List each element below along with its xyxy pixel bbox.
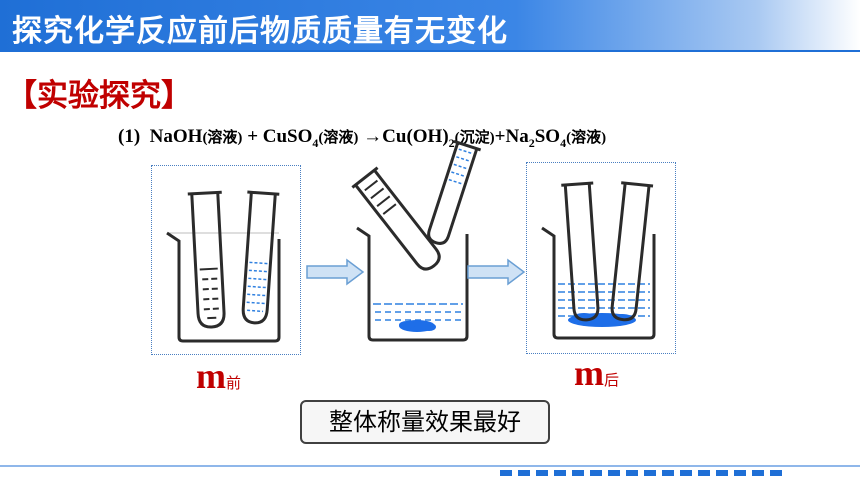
state-label: (溶液) xyxy=(318,130,359,146)
state-label: (沉淀) xyxy=(454,130,495,146)
subscript: 4 xyxy=(560,135,567,150)
reactant-cuso4: CuSO xyxy=(262,126,313,147)
mass-symbol: m xyxy=(574,353,604,393)
mass-before-label: m前 xyxy=(196,355,241,397)
conclusion-box: 整体称量效果最好 xyxy=(300,400,550,444)
reaction-equation: (1) NaOH(溶液) + CuSO4(溶液) →Cu(OH)2(沉淀)+Na… xyxy=(118,126,606,151)
arrow-right-icon xyxy=(306,258,365,286)
beaker xyxy=(166,231,281,343)
product-cuoh2: Cu(OH) xyxy=(382,126,449,147)
product-na2so4-part: SO xyxy=(534,126,561,147)
title-underline xyxy=(0,50,860,52)
beaker xyxy=(541,226,656,340)
state-label: (溶液) xyxy=(566,130,607,146)
test-tube-naoh xyxy=(187,190,226,329)
subscript: 4 xyxy=(312,135,319,150)
test-tube-cuso4 xyxy=(241,190,280,325)
product-na2so4: Na xyxy=(505,126,529,147)
arrow-right-icon xyxy=(467,258,526,286)
beaker-mixing-illustration xyxy=(351,140,482,342)
subscript: 2 xyxy=(528,135,535,150)
footer-decoration xyxy=(0,465,860,476)
state-label: (溶液) xyxy=(202,130,243,146)
beaker-after-illustration xyxy=(541,181,656,340)
reaction-arrow: → xyxy=(358,126,383,147)
beaker-before-illustration xyxy=(166,190,281,343)
mass-symbol: m xyxy=(196,356,226,396)
mass-subscript: 前 xyxy=(226,374,242,392)
title-bar: 探究化学反应前后物质质量有无变化 xyxy=(0,0,860,50)
panel-before xyxy=(151,165,301,355)
test-tube-pouring-left xyxy=(351,166,441,271)
plus-sign: + xyxy=(242,126,263,147)
reactant-naoh: NaOH xyxy=(149,126,203,147)
test-tube-empty-right xyxy=(610,181,654,322)
equation-number: (1) xyxy=(118,126,141,147)
subscript: 2 xyxy=(448,135,455,150)
plus-sign: + xyxy=(494,126,506,147)
section-heading: 【实验探究】 xyxy=(6,78,192,114)
test-tube-empty-left xyxy=(561,181,600,322)
test-tube-pouring-right xyxy=(427,140,482,245)
beaker xyxy=(356,226,469,342)
mass-subscript: 后 xyxy=(604,371,620,389)
mass-after-label: m后 xyxy=(574,352,619,394)
panel-after xyxy=(526,162,676,354)
page-title: 探究化学反应前后物质质量有无变化 xyxy=(12,14,508,49)
